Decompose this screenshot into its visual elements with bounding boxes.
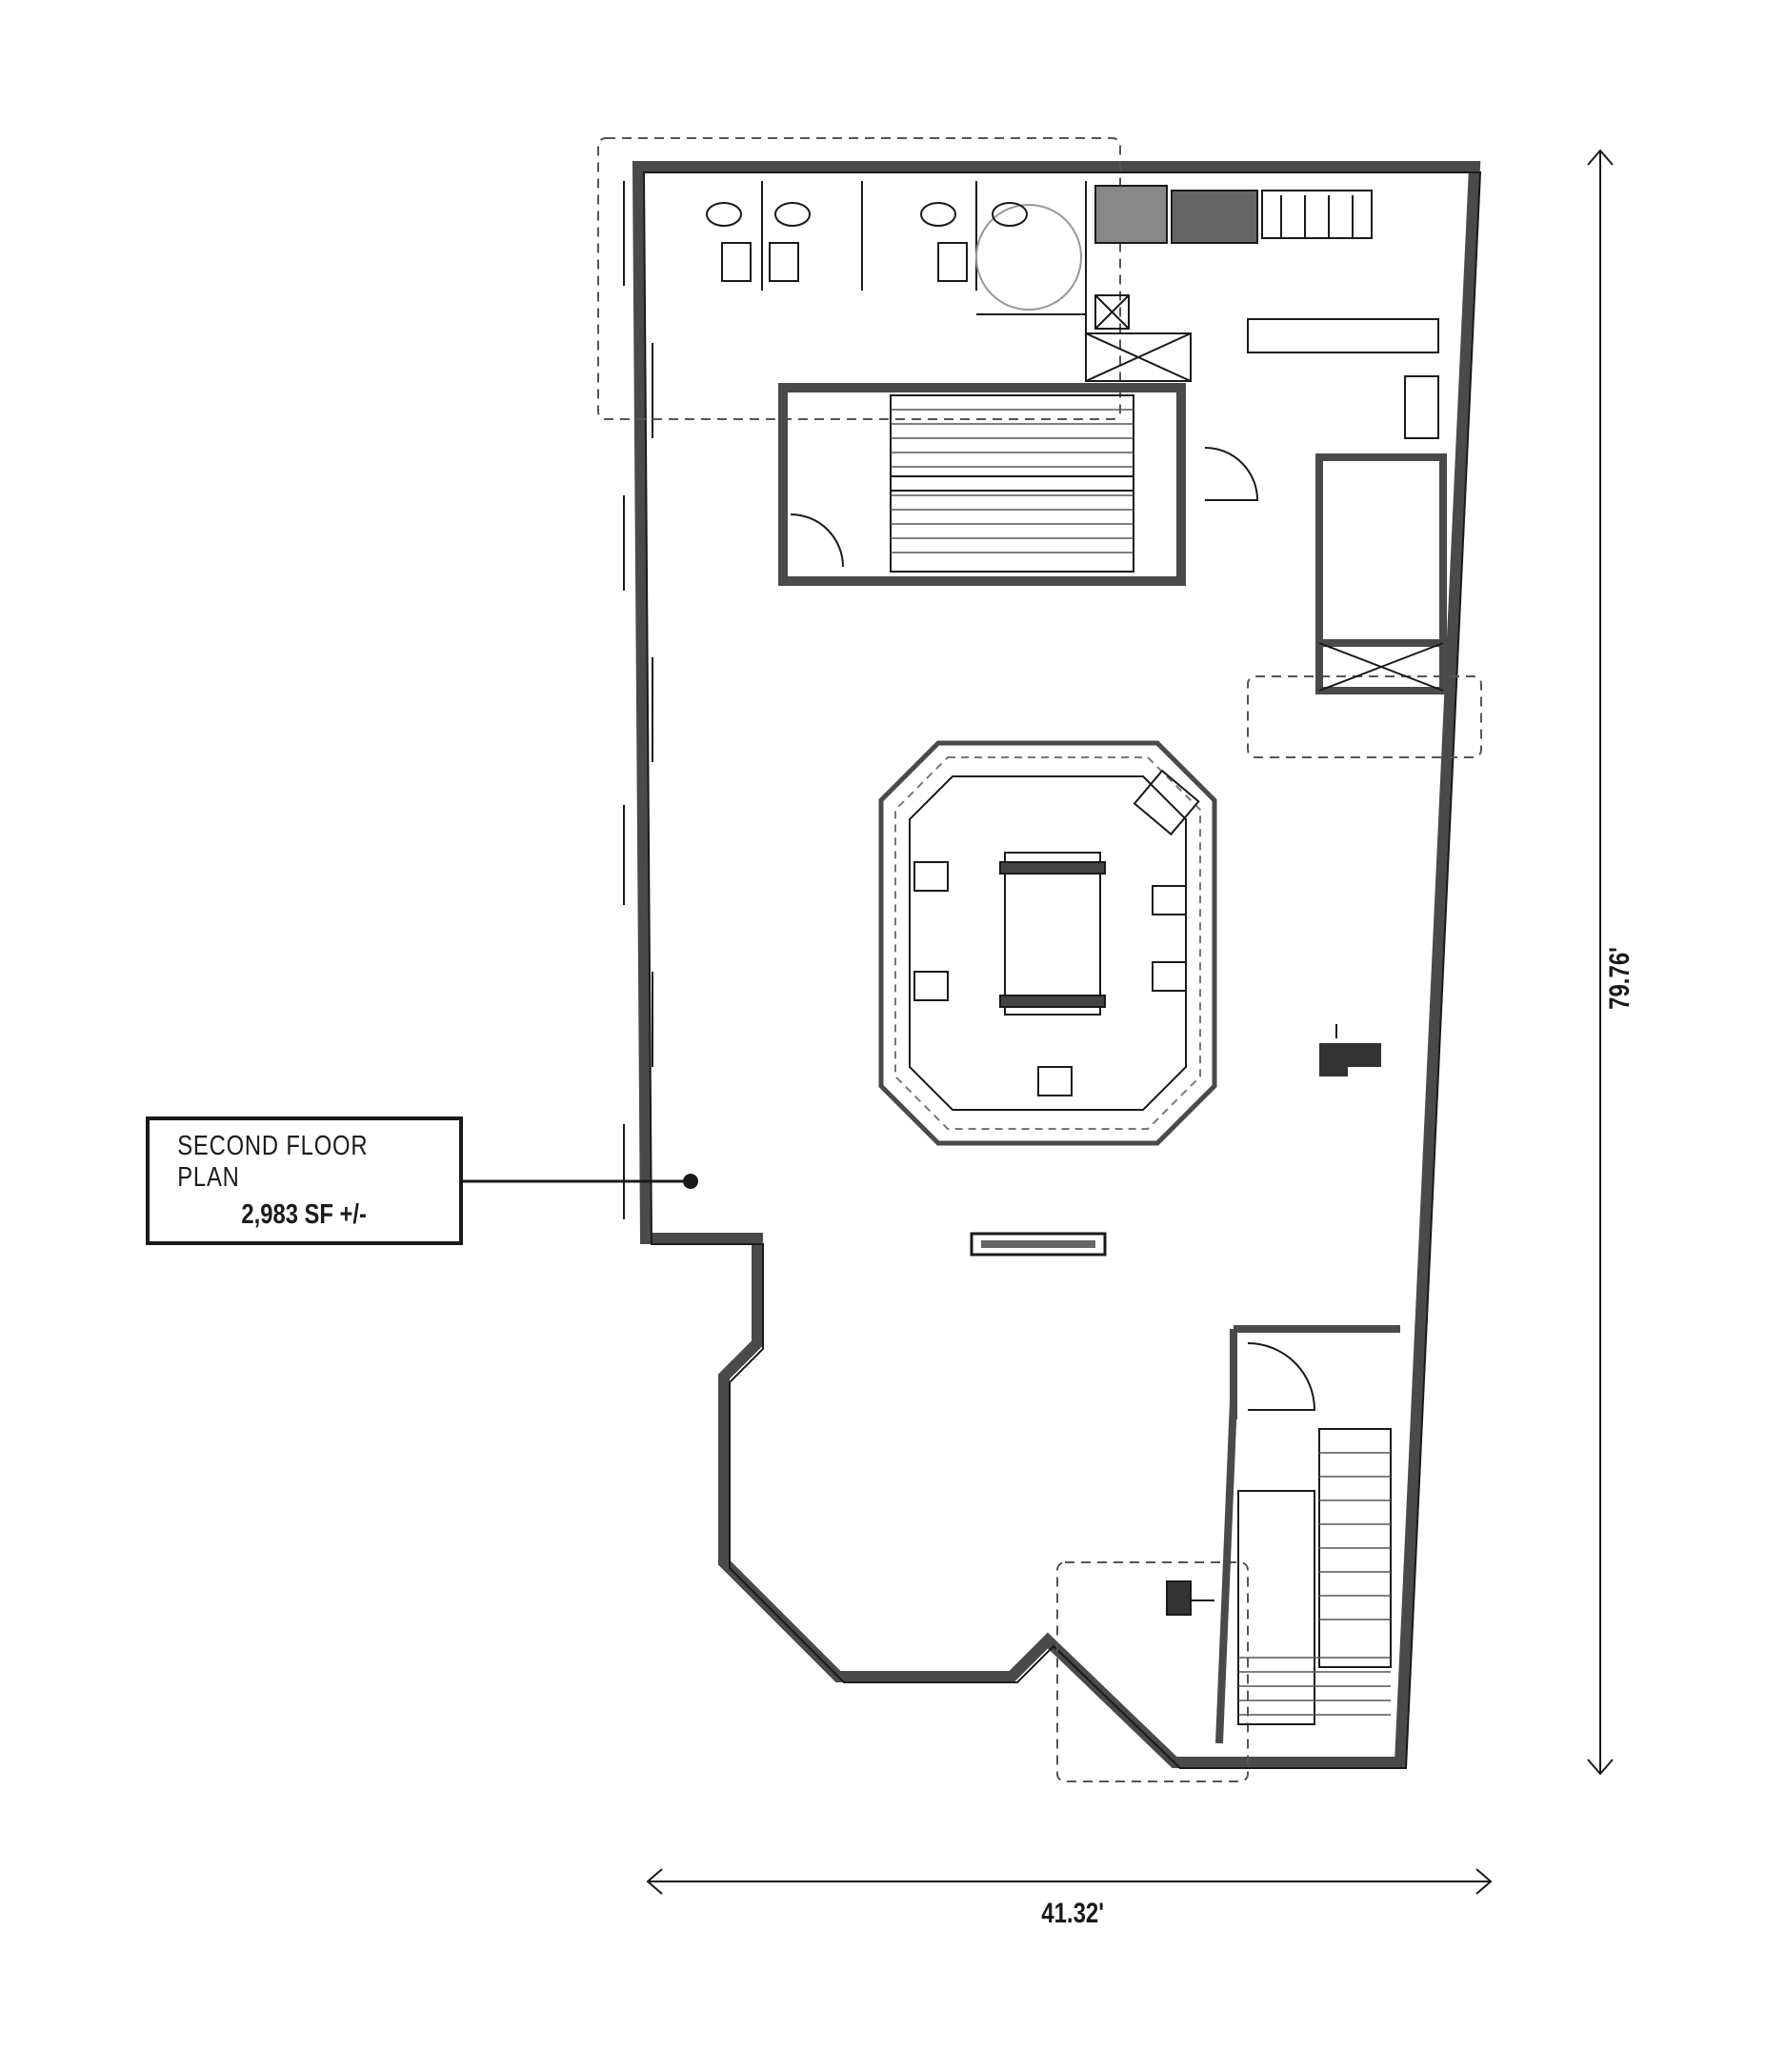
central-bar <box>878 740 1217 1146</box>
left-windows <box>623 181 653 1219</box>
floor-plan-title: SECOND FLOOR PLAN <box>177 1131 369 1193</box>
label-leader-dot <box>683 1174 698 1189</box>
floor-area: 2,983 SF +/- <box>241 1199 368 1230</box>
stair-marker <box>1319 1024 1381 1076</box>
lower-canopy-outline <box>1056 1561 1249 1782</box>
restrooms <box>706 181 1087 362</box>
bench <box>970 1232 1107 1257</box>
upper-canopy-outline <box>597 137 1121 420</box>
elevator-shaft <box>1315 453 1447 694</box>
depth-dimension: 79.76' <box>1604 947 1636 1010</box>
kitchen <box>1085 185 1439 439</box>
depth-dimension-line <box>1587 149 1614 1776</box>
floor-plan-label: SECOND FLOOR PLAN 2,983 SF +/- <box>146 1116 463 1245</box>
width-dimension-line <box>646 1868 1493 1895</box>
right-canopy-outline <box>1247 675 1482 758</box>
lower-stair-core <box>1166 1325 1400 1744</box>
upper-stair-core <box>778 383 1259 586</box>
width-dimension: 41.32' <box>1041 1898 1104 1929</box>
exterior-wall <box>632 161 1481 1768</box>
